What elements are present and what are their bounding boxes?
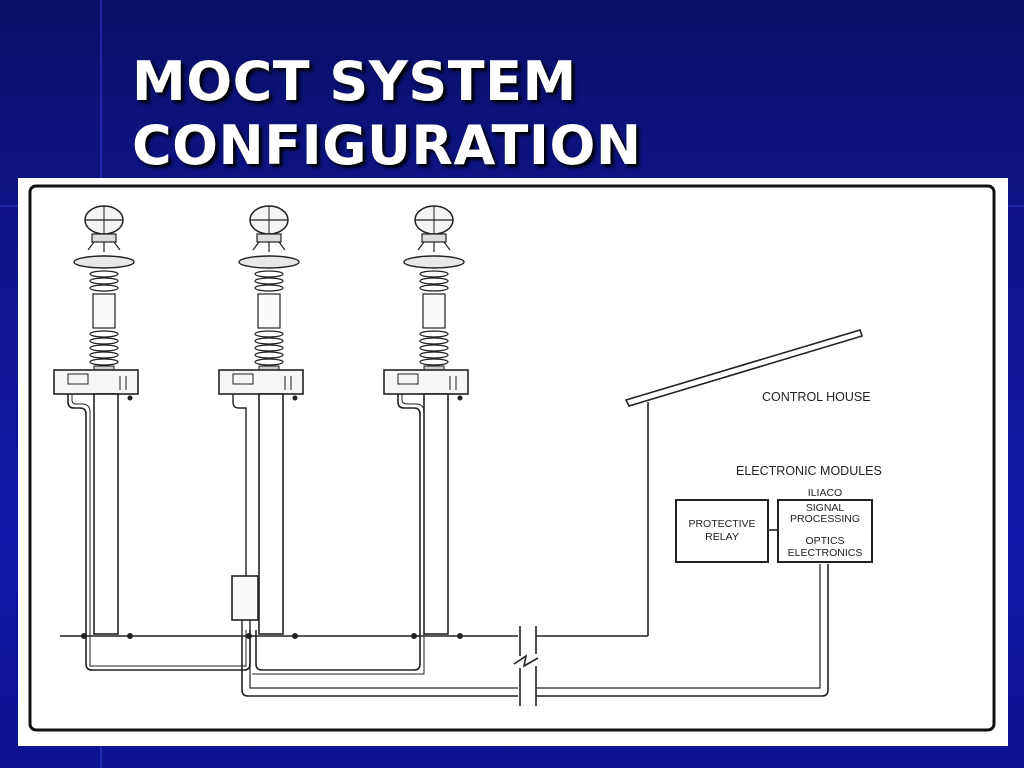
fiber-run-lower [241, 636, 518, 697]
transducer-unit-3 [252, 205, 469, 675]
fiber-junction-box [231, 575, 259, 621]
transducer-unit-1 [53, 205, 251, 671]
title-line-2: CONFIGURATION [132, 114, 642, 177]
electronic-modules-label: ELECTRONIC MODULES [736, 464, 882, 478]
fiber-run-to-modules [536, 564, 829, 697]
diagram-panel: CONTROL HOUSE ELECTRONIC MODULES PROTECT… [18, 178, 1008, 746]
protective-relay-label-2: RELAY [705, 531, 739, 543]
module-label-processing: PROCESSING [790, 513, 860, 525]
cable-break-symbol [513, 626, 539, 706]
title-line-1: MOCT SYSTEM [132, 50, 577, 113]
slide-title: MOCT SYSTEM CONFIGURATION [132, 50, 642, 178]
diagram-frame [28, 184, 996, 732]
control-house-outline [624, 329, 864, 636]
moct-diagram: CONTROL HOUSE ELECTRONIC MODULES PROTECT… [28, 184, 996, 732]
signal-processing-box [777, 499, 873, 563]
module-label-iliaco: ILIACO [808, 487, 842, 499]
module-label-optics: OPTICS [805, 535, 844, 547]
control-house-label: CONTROL HOUSE [762, 390, 871, 404]
protective-relay-label-1: PROTECTIVE [688, 518, 755, 530]
protective-relay-box [675, 499, 769, 563]
transducer-unit-2 [218, 205, 304, 639]
module-label-electronics: ELECTRONICS [788, 547, 863, 559]
module-label-signal: SIGNAL [806, 502, 845, 514]
